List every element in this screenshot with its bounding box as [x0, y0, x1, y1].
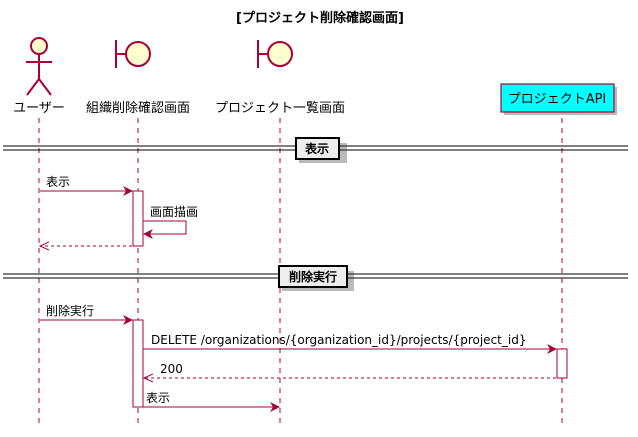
project-api-box: [500, 83, 615, 113]
activation-bar: [556, 348, 568, 379]
message-delete-exec-label: 削除実行: [46, 303, 94, 318]
boundary-icon: [257, 40, 293, 68]
divider-delete-exec-label: 削除実行: [289, 269, 337, 284]
divider-show-label: 表示: [304, 141, 329, 156]
message-arrow-draw-screen: [143, 220, 187, 239]
participant-project-api-label: プロジェクトAPI: [508, 92, 607, 107]
message-draw-screen-label: 画面描画: [150, 205, 198, 219]
user-actor-icon: [26, 37, 52, 96]
message-delete-request-label: DELETE /organizations/{organization_id}/…: [151, 333, 526, 347]
participant-org-delete-screen-label: 組織削除確認画面: [86, 100, 190, 116]
message-status-200-label: 200: [160, 362, 183, 376]
divider-delete-exec: 削除実行: [3, 265, 628, 291]
boundary-icon: [115, 40, 151, 68]
message-show-list-label: 表示: [146, 391, 170, 405]
participant-user-label: ユーザー: [13, 101, 65, 116]
activation-bar: [132, 190, 144, 247]
message-show-label: 表示: [46, 175, 70, 189]
activation-bar: [132, 319, 144, 408]
participant-project-list-screen-label: プロジェクト一覧画面: [215, 100, 345, 116]
diagram-title: [プロジェクト削除確認画面]: [236, 10, 404, 26]
divider-show: 表示: [3, 137, 628, 163]
